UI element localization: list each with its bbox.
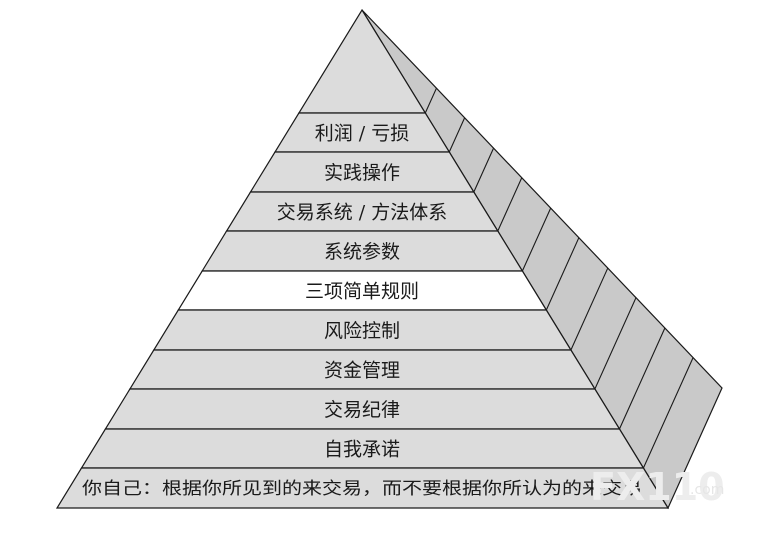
layer-label: 利润 / 亏损 — [315, 123, 409, 145]
watermark-suffix: .com — [690, 482, 724, 498]
side-face-divider — [618, 327, 666, 430]
pyramid-front-face — [55, 8, 670, 509]
side-face-divider — [545, 237, 580, 311]
layer-label: 风险控制 — [324, 320, 400, 342]
layer-label: 系统参数 — [324, 241, 400, 263]
layer-label: 交易纪律 — [324, 399, 400, 421]
pyramid-base — [55, 467, 670, 509]
layer-label: 自我承诺 — [324, 439, 400, 461]
layer-label: 交易系统 / 方法体系 — [277, 202, 447, 224]
layer-label: 三项简单规则 — [305, 281, 419, 303]
side-face-divider — [570, 267, 609, 351]
base-label: 你自己：根据你所见到的来交易，而不要根据你所认为的来交易 — [82, 479, 642, 499]
layer-label: 资金管理 — [324, 360, 400, 382]
side-face-divider — [448, 117, 466, 153]
side-face-divider — [521, 207, 552, 272]
layer-label: 实践操作 — [324, 162, 400, 184]
side-face-divider — [642, 357, 694, 469]
side-face-divider — [497, 177, 523, 232]
side-face-divider — [424, 87, 437, 114]
watermark: FX110 .com — [590, 465, 725, 509]
side-face-divider — [473, 147, 495, 193]
watermark-brand: FX110 — [590, 465, 725, 509]
side-face-divider — [594, 297, 637, 390]
